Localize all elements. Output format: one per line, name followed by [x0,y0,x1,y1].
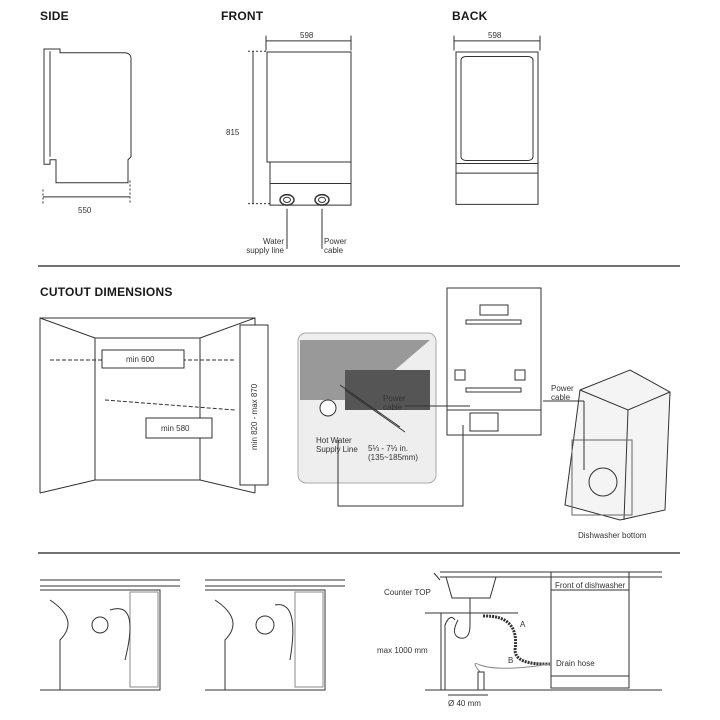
side-depth-label: 550 [78,206,92,215]
cutout-depth-label: min 580 [161,424,190,433]
cutout-width-label: min 600 [126,355,155,364]
cutout-height-label: min 820 - max 870 [250,383,259,450]
hose-b-label: B [508,656,514,665]
section-title-cutout: CUTOUT DIMENSIONS [40,285,173,299]
dishwasher-bottom-caption: Dishwasher bottom [578,531,647,540]
top-views [43,36,540,249]
label-line: cable [324,246,344,255]
drain-hose-label: Drain hose [556,659,595,668]
offset-label: 5⅓ - 7⅓ in. (135~185mm) [368,444,418,462]
front-height-label: 815 [226,128,240,137]
diameter-label: Ø 40 mm [448,699,481,708]
label-line: Water [262,237,284,246]
label-line: 5⅓ - 7⅓ in. [368,444,409,453]
power-cable-front-label: Power cable [324,237,347,255]
label-line: Power [324,237,347,246]
label-line: Hot Water [316,436,352,445]
label-line: Supply Line [316,445,358,454]
dishwasher-top-view [447,288,541,435]
drain-diagram-3 [425,572,662,695]
cutout-drawing [40,318,268,493]
back-width-label: 598 [488,31,502,40]
drain-diagram-1 [40,580,180,690]
front-of-dishwasher-label: Front of dishwasher [555,581,626,590]
label-line: Power [383,394,406,403]
hot-water-supply-label: Hot Water Supply Line [316,436,358,454]
power-cable-bottom-label: Power cable [551,384,574,402]
front-width-label: 598 [300,31,314,40]
drain-diagram-2 [205,580,345,690]
back-view-drawing [454,36,540,205]
section-title-front: FRONT [221,9,264,23]
section-title-back: BACK [452,9,488,23]
label-line: cable [551,393,571,402]
power-cable-inset-label: Power cable [383,394,406,412]
front-view-drawing [248,36,351,249]
section-title-side: SIDE [40,9,69,23]
max-height-label: max 1000 mm [377,646,428,655]
label-line: cable [383,403,403,412]
counter-top-label: Counter TOP [384,588,431,597]
side-view-drawing [43,49,131,204]
label-line: (135~185mm) [368,453,419,462]
hose-a-label: A [520,620,526,629]
water-supply-label: Water supply line [238,237,284,255]
dishwasher-bottom-view [543,370,670,520]
label-line: Power [551,384,574,393]
installation-inset [298,333,470,506]
label-line: supply line [246,246,284,255]
